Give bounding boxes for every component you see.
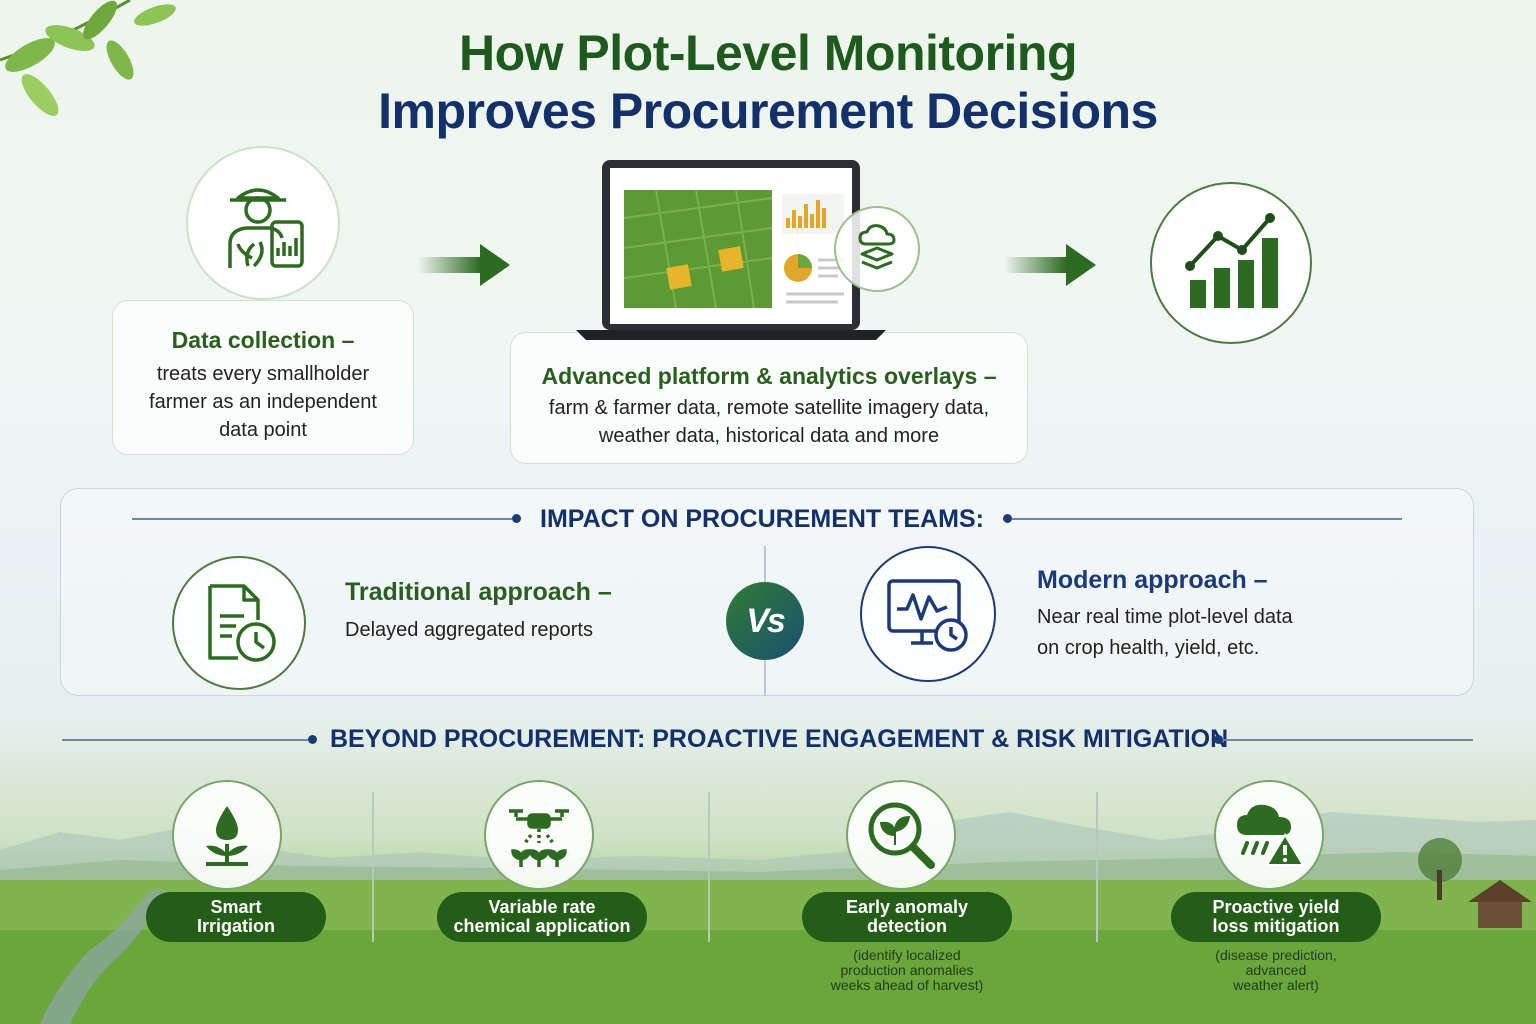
item-separator <box>1096 792 1098 942</box>
growth-chart-icon <box>1185 213 1278 308</box>
arrow-right-icon <box>418 244 510 286</box>
pill-label-line: Smart <box>210 897 262 917</box>
data-collection-card: Data collection – treats every smallhold… <box>112 300 414 455</box>
farmer-tablet-icon <box>228 188 304 268</box>
growth-chart-icon-circle <box>1150 182 1312 344</box>
yield-loss-label: Proactive yield loss mitigation <box>1171 892 1381 942</box>
modern-icon-circle <box>860 546 996 682</box>
pill-label-line: chemical application <box>453 916 631 936</box>
cloud-layers-icon <box>858 224 896 270</box>
pill-label-line: Variable rate <box>488 897 596 917</box>
note-line: weather alert) <box>1233 977 1319 993</box>
traditional-icon-circle <box>172 556 306 690</box>
cloud-rain-warning-icon <box>1237 804 1305 866</box>
item-separator <box>372 792 374 942</box>
anomaly-detection-note: (identify localized production anomalies… <box>802 948 1012 993</box>
magnifier-leaf-icon <box>868 802 935 869</box>
yield-loss-icon-circle <box>1214 780 1324 890</box>
pill-label-line: detection <box>866 916 947 936</box>
divider-dot <box>512 514 521 523</box>
note-line: (identify localized <box>853 947 961 963</box>
item-separator <box>708 792 710 942</box>
document-clock-icon <box>208 584 276 662</box>
note-line: weeks ahead of harvest) <box>830 977 984 993</box>
smart-irrigation-icon-circle <box>172 780 282 890</box>
page-title-line-1: How Plot-Level Monitoring <box>458 25 1078 81</box>
divider-line <box>1223 739 1473 741</box>
pill-label-line: Irrigation <box>196 916 275 936</box>
variable-rate-label: Variable rate chemical application <box>437 892 647 942</box>
data-collection-body-line: farmer as an independent <box>149 391 377 413</box>
data-collection-body-line: data point <box>219 419 307 441</box>
modern-body-line: Near real time plot-level data <box>1037 606 1293 628</box>
arrow-right-icon <box>1004 244 1096 286</box>
note-line: advanced <box>1245 962 1307 978</box>
modern-body-line: on crop health, yield, etc. <box>1037 637 1260 659</box>
page-title-line-2: Improves Procurement Decisions <box>378 83 1158 139</box>
divider-dot <box>1003 514 1012 523</box>
divider-dot <box>308 735 317 744</box>
data-collection-icon-circle <box>186 146 340 300</box>
pill-label-line: Early anomaly <box>845 897 969 917</box>
laptop-dashboard-icon <box>576 160 886 340</box>
platform-heading: Advanced platform & analytics overlays – <box>541 363 997 389</box>
impact-heading: IMPACT ON PROCUREMENT TEAMS: <box>540 505 984 533</box>
monitor-clock-icon <box>887 579 968 652</box>
yield-loss-note: (disease prediction, advanced weather al… <box>1171 948 1381 993</box>
modern-body: Near real time plot-level data on crop h… <box>1037 602 1293 664</box>
note-line: (disease prediction, <box>1215 947 1337 963</box>
anomaly-detection-icon-circle <box>846 780 956 890</box>
traditional-body: Delayed aggregated reports <box>345 619 593 641</box>
vs-badge: Vs <box>726 582 804 660</box>
modern-heading: Modern approach – <box>1037 566 1268 594</box>
pill-label-line: Proactive yield <box>1212 897 1340 917</box>
divider-line <box>62 739 308 741</box>
hut-icon <box>1468 880 1532 928</box>
traditional-heading: Traditional approach – <box>345 578 612 606</box>
cloud-layers-icon-circle <box>834 206 920 292</box>
platform-body-line: farm & farmer data, remote satellite ima… <box>548 397 990 419</box>
data-collection-body-line: treats every smallholder <box>156 363 370 385</box>
leaf-branch-icon <box>0 0 176 116</box>
beyond-heading: BEYOND PROCUREMENT: PROACTIVE ENGAGEMENT… <box>330 725 1229 753</box>
divider-line <box>132 518 512 520</box>
data-collection-heading: Data collection – <box>171 327 355 353</box>
variable-rate-icon-circle <box>484 780 594 890</box>
platform-body-line: weather data, historical data and more <box>598 425 940 447</box>
platform-card: Advanced platform & analytics overlays –… <box>510 332 1028 464</box>
divider-line <box>1012 518 1402 520</box>
note-line: production anomalies <box>840 962 974 978</box>
divider-dot <box>1214 735 1223 744</box>
smart-irrigation-label: Smart Irrigation <box>146 892 326 942</box>
water-drop-plant-icon <box>206 806 248 866</box>
drone-spray-icon <box>509 809 569 867</box>
pill-label-line: loss mitigation <box>1212 916 1340 936</box>
anomaly-detection-label: Early anomaly detection <box>802 892 1012 942</box>
